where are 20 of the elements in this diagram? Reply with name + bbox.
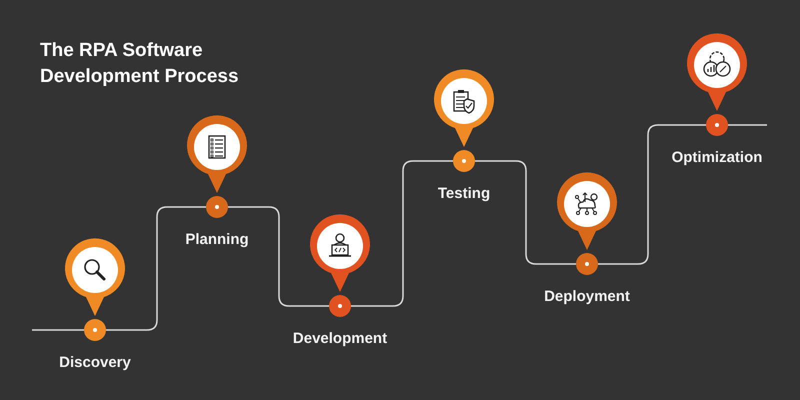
step-label: Deployment xyxy=(544,288,630,305)
step-path-line xyxy=(351,160,453,307)
step-dot xyxy=(329,295,351,317)
step-path-line xyxy=(728,124,767,126)
step-path-line xyxy=(228,206,329,307)
step-dot xyxy=(706,114,728,136)
step-path-line xyxy=(106,206,206,331)
step-label: Planning xyxy=(185,231,249,248)
step-dot xyxy=(453,150,475,172)
step-path-line xyxy=(598,124,706,265)
step-label: Testing xyxy=(438,185,490,202)
step-label: Discovery xyxy=(59,354,131,371)
step-path-line xyxy=(32,329,84,331)
step-path-line xyxy=(475,160,576,265)
step-label: Optimization xyxy=(672,149,762,166)
step-dot xyxy=(206,196,228,218)
title: The RPA Software Development Process xyxy=(40,39,240,89)
step-dot xyxy=(576,253,598,275)
step-dot xyxy=(84,319,106,341)
step-label: Development xyxy=(292,330,388,347)
